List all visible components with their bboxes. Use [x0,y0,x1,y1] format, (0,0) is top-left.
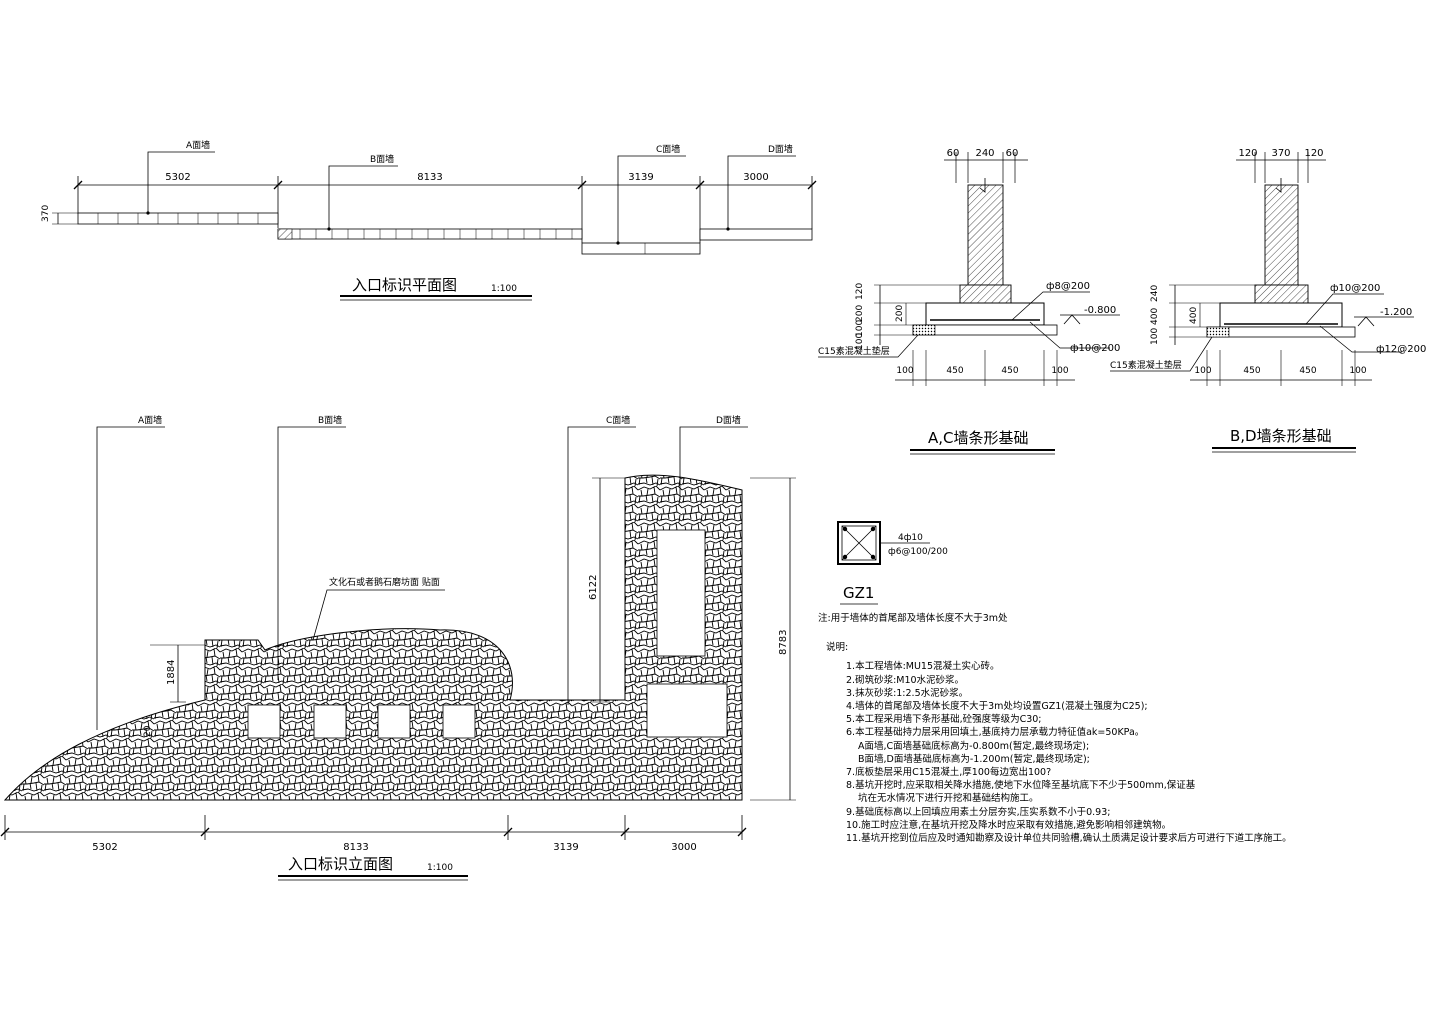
fac-rebar-bottom: ф10@200 [1070,343,1120,354]
plan-view: 5302 8133 3139 3000 370 A面墙 B面墙 C面墙 D面墙 [41,139,817,301]
fac-top-dim-1: 60 [947,148,960,159]
fbd-bottom-dim-3: 450 [1299,366,1316,376]
elev-label-b: B面墙 [318,414,342,426]
notes-heading: 说明: [826,642,849,654]
fbd-level: -1.200 [1380,307,1412,318]
notes-item: B面墙,D面墙基础底标高为-1.200m(暂定,最终现场定); [858,753,1090,765]
notes-item: 11.基坑开挖到位后应及时通知勘察及设计单位共同验槽,确认土质满足设计要求后方可… [846,833,1292,845]
notes-item: A面墙,C面墙基础底标高为-0.800m(暂定,最终现场定); [858,740,1090,752]
notes-block: 注:用于墙体的首尾部及墙体长度不大于3m处 说明: 1.本工程墙体:MU15混凝… [818,612,1298,845]
elev-label-a: A面墙 [138,414,162,426]
fac-top-dim-2: 240 [975,148,994,159]
notes-item: 9.基础底标高以上回填应用素土分层夯实,压实系数不小于0.93; [846,806,1111,818]
elevation-title: 入口标识立面图 [288,855,393,873]
elev-label-d: D面墙 [716,414,741,426]
foundation-bd-section: 120 370 120 240 400 100 400 ф10@200 ф12@… [1110,148,1426,453]
notes-item: 6.本工程基础持力层采用回填土,基底持力层承载力特征值ak=50KPa。 [846,727,1145,739]
plan-wall-d [699,228,813,241]
wall-opening [313,704,347,739]
plan-dim-a: 5302 [165,172,190,183]
fbd-bottom-dim-1: 100 [1194,366,1211,376]
plan-dim-d: 3000 [743,172,768,183]
column-note: 注:用于墙体的首尾部及墙体长度不大于3m处 [818,613,1008,624]
notes-item: 3.抹灰砂浆:1:2.5水泥砂浆。 [846,687,969,699]
column-rebar-stirrup: ф6@100/200 [888,547,948,557]
fbd-bottom-dim-4: 100 [1349,366,1366,376]
notes-item: 2.砌筑砂浆:M10水泥砂浆。 [846,674,965,686]
notes-item: 坑在无水情况下进行开挖和基础结构施工。 [858,793,1039,805]
plan-dim-b: 8133 [417,172,442,183]
notes-item: 7.底板垫层采用C15混凝土,厚100每边宽出100? [846,767,1052,779]
column-gz1-detail: 4ф10 ф6@100/200 GZ1 [837,521,948,605]
fbd-top-dim-3: 120 [1304,148,1323,159]
wall-opening [377,704,411,739]
plan-wall-b [277,228,583,240]
elev-partial-dim: 20 [143,725,153,737]
notes-item: 1.本工程墙体:MU15混凝土实心砖。 [846,661,1000,673]
plan-title: 入口标识平面图 [352,276,457,294]
elev-label-c: C面墙 [606,414,630,426]
elev-dim-a: 5302 [92,842,117,853]
plan-wall-c [581,242,701,255]
fbd-rebar-top: ф10@200 [1330,283,1380,294]
column-rebar-main: 4ф10 [898,533,923,543]
fac-left-dim-2: 200 [855,305,865,322]
fbd-inner-dim: 400 [1189,307,1199,324]
notes-item: 8.基坑开挖时,应采取相关降水措施,使地下水位降至基坑底下不少于500mm,保证… [846,780,1196,792]
elev-height-1884: 1884 [166,660,177,685]
plan-dim-c: 3139 [628,172,653,183]
notes-item: 4.墙体的首尾部及墙体长度不大于3m处均设置GZ1(混凝土强度为C25); [846,701,1148,713]
fbd-left-dim-2: 400 [1150,308,1160,325]
fbd-left-dim-3: 100 [1150,328,1160,345]
stone-wall-elevation [3,474,743,801]
fac-rebar-top: ф8@200 [1046,281,1090,292]
fac-left-dim-3: 100 [855,320,865,337]
fac-inner-dim: 200 [895,305,905,322]
fac-bottom-dim-3: 450 [1001,366,1018,376]
fbd-left-dim-1: 240 [1150,285,1160,302]
fac-wall-stem [967,184,1004,286]
wall-opening [442,704,476,739]
wall-opening-wide [646,683,728,738]
fbd-title: B,D墙条形基础 [1230,427,1332,445]
plan-label-b: B面墙 [370,153,394,165]
plan-scale: 1:100 [491,284,517,294]
elev-dim-c: 3139 [553,842,578,853]
fbd-rebar-bottom: ф12@200 [1376,344,1426,355]
elev-height-6122: 6122 [588,575,599,600]
elev-finish-note: 文化石或者鹅石磨坊面 贴面 [329,576,440,588]
plan-label-a: A面墙 [186,139,210,151]
fbd-bottom-dim-2: 450 [1243,366,1260,376]
foundation-ac-section: 60 240 60 120 200 100 100 200 ф8@200 ф10… [818,148,1120,455]
fbd-top-dim-1: 120 [1238,148,1257,159]
fac-top-dim-3: 60 [1006,148,1019,159]
fac-level: -0.800 [1084,305,1116,316]
notes-item: 10.施工时应注意,在基坑开挖及降水时应采取有效措施,避免影响相邻建筑物。 [846,819,1172,831]
column-name: GZ1 [843,584,874,602]
fac-bottom-dim-2: 450 [946,366,963,376]
fac-bottom-dim-1: 100 [896,366,913,376]
wall-opening-tall [656,529,706,657]
fbd-cushion: C15素混凝土垫层 [1110,359,1182,371]
plan-label-d: D面墙 [768,143,793,155]
wall-opening [247,704,281,739]
fac-bottom-dim-4: 100 [1051,366,1068,376]
elev-height-8783: 8783 [778,630,789,655]
plan-label-c: C面墙 [656,143,680,155]
elev-dim-d: 3000 [671,842,696,853]
fbd-top-dim-2: 370 [1271,148,1290,159]
fbd-wall-stem [1264,184,1299,286]
fac-title: A,C墙条形基础 [928,429,1029,447]
elevation-scale: 1:100 [427,863,453,873]
elev-dim-b: 8133 [343,842,368,853]
notes-item: 5.本工程采用墙下条形基础,砼强度等级为C30; [846,714,1042,726]
fac-left-dim-4: 100 [855,333,865,350]
elevation-view: 5302 8133 3139 3000 1884 20 6122 8783 A面… [0,414,796,881]
fac-cushion: C15素混凝土垫层 [818,345,890,357]
fac-left-dim-1: 120 [855,283,865,300]
plan-thickness: 370 [41,205,51,222]
